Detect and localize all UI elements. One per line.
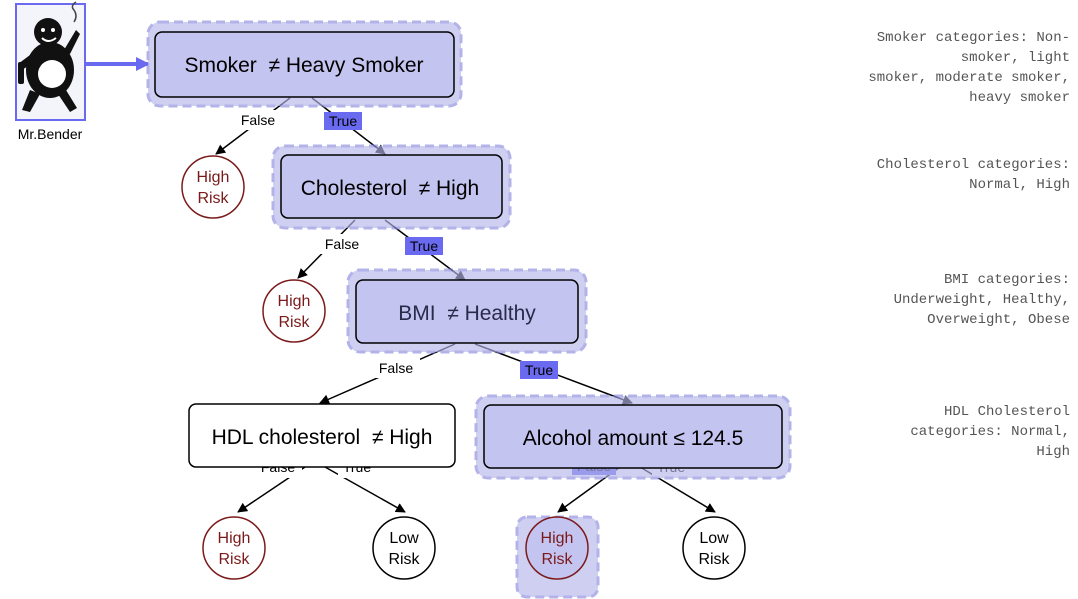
leaf-label-line2: Risk [388,551,420,568]
edge-label-bmi-true: True [525,362,553,378]
smoker-person-icon [18,1,80,112]
patient-name: Mr.Bender [18,126,83,142]
leaf-high-risk-4: High Risk [515,515,600,599]
node-alcohol-label: Alcohol amount ≤ 124.5 [523,427,744,450]
leaf-label-line1: High [541,530,574,547]
edge-label-cholesterol-true: True [410,238,438,254]
leaf-high-risk-3: High Risk [202,516,266,580]
leaf-high-risk-1: High Risk [181,155,245,219]
node-cholesterol-label: Cholesterol ≠ High [301,177,479,200]
decision-node-cholesterol: Cholesterol ≠ High [271,144,512,230]
decision-node-bmi: BMI ≠ Healthy [346,268,588,354]
leaf-label-line1: High [197,169,230,186]
note-hdl-categories: HDL Cholesterol categories: Normal, High [910,404,1070,460]
patient-figure: Mr.Bender [15,1,86,142]
node-hdl-label: HDL cholesterol ≠ High [212,426,433,449]
note-cholesterol-categories: Cholesterol categories: Normal, High [876,157,1070,193]
leaf-label-line1: Low [389,530,419,547]
edge-label-bmi-false: False [379,360,413,376]
leaf-label-line1: High [218,530,251,547]
decision-node-root: Smoker ≠ Heavy Smoker [146,20,463,108]
node-root-label: Smoker ≠ Heavy Smoker [184,54,423,77]
note-smoker-categories: Smoker categories: Non- smoker, light sm… [868,30,1070,106]
leaf-label-line1: Low [699,530,729,547]
leaf-label-line2: Risk [698,551,730,568]
leaf-low-risk-2: Low Risk [682,516,746,580]
leaf-label-line2: Risk [541,551,573,568]
edge-label-root-false: False [241,112,275,128]
leaf-label-line2: Risk [197,190,229,207]
decision-node-hdl: HDL cholesterol ≠ High [188,403,456,468]
note-bmi-categories: BMI categories: Underweight, Healthy, Ov… [893,272,1070,328]
leaf-label-line2: Risk [278,314,310,331]
leaf-low-risk-1: Low Risk [372,516,436,580]
leaf-label-line2: Risk [218,551,250,568]
decision-node-alcohol: Alcohol amount ≤ 124.5 [474,394,792,480]
node-bmi-label: BMI ≠ Healthy [398,302,536,325]
edge-label-cholesterol-false: False [325,236,359,252]
edge-label-root-true: True [329,113,357,129]
leaf-high-risk-2: High Risk [262,279,326,343]
leaf-label-line1: High [278,293,311,310]
